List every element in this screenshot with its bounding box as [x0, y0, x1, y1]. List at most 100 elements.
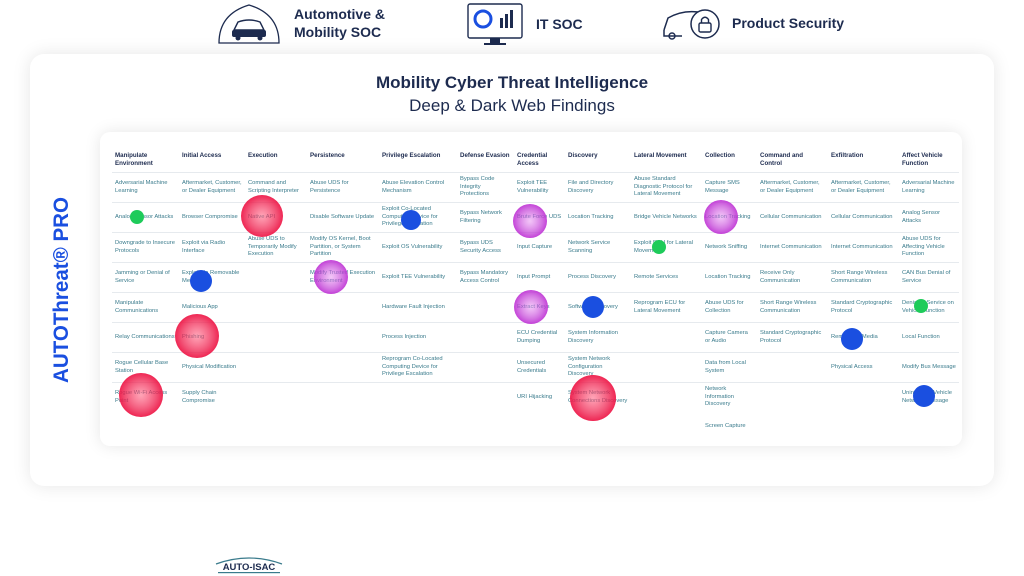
technique-cell[interactable] — [379, 382, 457, 412]
technique-cell[interactable] — [457, 322, 514, 353]
technique-cell[interactable]: Manipulate Communications — [112, 292, 179, 323]
technique-cell[interactable]: Bypass Mandatory Access Control — [457, 262, 514, 293]
technique-cell[interactable]: Unsecured Credentials — [514, 352, 565, 383]
technique-cell[interactable]: Abuse UDS for Collection — [702, 292, 757, 323]
technique-cell[interactable]: Short Range Wireless Communication — [757, 292, 828, 323]
technique-cell[interactable] — [457, 412, 514, 441]
technique-cell[interactable]: Bypass Network Filtering — [457, 202, 514, 233]
technique-cell[interactable]: Network Sniffing — [702, 232, 757, 263]
technique-cell[interactable]: Aftermarket, Customer, or Dealer Equipme… — [828, 172, 899, 203]
technique-cell[interactable]: Supply Chain Compromise — [179, 382, 245, 412]
technique-cell[interactable] — [307, 382, 379, 412]
technique-cell[interactable] — [307, 322, 379, 353]
technique-cell[interactable] — [307, 292, 379, 323]
technique-cell[interactable]: Bridge Vehicle Networks — [631, 202, 702, 233]
technique-cell[interactable]: Input Prompt — [514, 262, 565, 293]
technique-cell[interactable]: Hardware Fault Injection — [379, 292, 457, 323]
technique-cell[interactable] — [565, 412, 631, 441]
technique-cell[interactable] — [631, 352, 702, 383]
technique-cell[interactable]: Physical Modification — [179, 352, 245, 383]
technique-cell[interactable] — [757, 382, 828, 412]
technique-cell[interactable] — [245, 322, 307, 353]
technique-cell[interactable]: Network Service Scanning — [565, 232, 631, 263]
technique-cell[interactable]: Internet Communication — [757, 232, 828, 263]
technique-cell[interactable] — [757, 412, 828, 441]
technique-cell[interactable]: Adversarial Machine Learning — [899, 172, 959, 203]
technique-cell[interactable] — [457, 292, 514, 323]
technique-cell[interactable] — [245, 412, 307, 441]
technique-cell[interactable]: Abuse UDS to Temporarily Modify Executio… — [245, 232, 307, 263]
technique-cell[interactable] — [245, 262, 307, 293]
technique-cell[interactable]: Abuse Elevation Control Mechanism — [379, 172, 457, 203]
technique-cell[interactable]: Physical Access — [828, 352, 899, 383]
technique-cell[interactable]: Downgrade to Insecure Protocols — [112, 232, 179, 263]
technique-cell[interactable]: Extract Keys — [514, 292, 565, 323]
technique-cell[interactable]: Exploit TEE Vulnerability — [379, 262, 457, 293]
technique-cell[interactable]: Local Function — [899, 322, 959, 353]
technique-cell[interactable]: Standard Cryptographic Protocol — [828, 292, 899, 323]
technique-cell[interactable]: Input Capture — [514, 232, 565, 263]
technique-cell[interactable]: Cellular Communication — [757, 202, 828, 233]
technique-cell[interactable]: Process Discovery — [565, 262, 631, 293]
technique-cell[interactable] — [457, 382, 514, 412]
technique-cell[interactable]: Analog Sensor Attacks — [899, 202, 959, 233]
technique-cell[interactable]: Exploit via Removable Media — [179, 262, 245, 293]
technique-cell[interactable]: URI Hijacking — [514, 382, 565, 412]
technique-cell[interactable]: ECU Credential Dumping — [514, 322, 565, 353]
technique-cell[interactable] — [245, 292, 307, 323]
technique-cell[interactable]: System Information Discovery — [565, 322, 631, 353]
technique-cell[interactable] — [245, 382, 307, 412]
technique-cell[interactable]: Reprogram ECU for Lateral Movement — [631, 292, 702, 323]
technique-cell[interactable]: Aftermarket, Customer, or Dealer Equipme… — [757, 172, 828, 203]
technique-cell[interactable]: Jamming or Denial of Service — [112, 262, 179, 293]
technique-cell[interactable] — [631, 412, 702, 441]
technique-cell[interactable]: Removable Media — [828, 322, 899, 353]
technique-cell[interactable]: Process Injection — [379, 322, 457, 353]
technique-cell[interactable]: Cellular Communication — [828, 202, 899, 233]
technique-cell[interactable] — [631, 322, 702, 353]
technique-cell[interactable] — [307, 352, 379, 383]
technique-cell[interactable]: Bypass Code Integrity Protections — [457, 172, 514, 203]
technique-cell[interactable] — [514, 412, 565, 441]
technique-cell[interactable]: Location Tracking — [702, 202, 757, 233]
technique-cell[interactable]: CAN Bus Denial of Service — [899, 262, 959, 293]
technique-cell[interactable]: Exploit OS Vulnerability — [379, 232, 457, 263]
technique-cell[interactable]: System Network Configuration Discovery — [565, 352, 631, 383]
technique-cell[interactable]: File and Directory Discovery — [565, 172, 631, 203]
technique-cell[interactable]: Command and Scripting Interpreter — [245, 172, 307, 203]
technique-cell[interactable]: Network Information Discovery — [702, 382, 757, 412]
technique-cell[interactable]: Remote Services — [631, 262, 702, 293]
technique-cell[interactable] — [828, 382, 899, 412]
technique-cell[interactable]: Exploit ECU for Lateral Movement — [631, 232, 702, 263]
technique-cell[interactable]: Receive Only Communication — [757, 262, 828, 293]
technique-cell[interactable]: Bypass UDS Security Access — [457, 232, 514, 263]
technique-cell[interactable]: Adversarial Machine Learning — [112, 172, 179, 203]
technique-cell[interactable] — [457, 352, 514, 383]
technique-cell[interactable]: Abuse UDS for Persistence — [307, 172, 379, 203]
technique-cell[interactable] — [179, 412, 245, 441]
technique-cell[interactable]: Disable Software Update — [307, 202, 379, 233]
technique-cell[interactable]: Location Tracking — [565, 202, 631, 233]
technique-cell[interactable]: Short Range Wireless Communication — [828, 262, 899, 293]
technique-cell[interactable]: Phishing — [179, 322, 245, 353]
technique-cell[interactable]: Screen Capture — [705, 422, 746, 429]
technique-cell[interactable]: Aftermarket, Customer, or Dealer Equipme… — [179, 172, 245, 203]
technique-cell[interactable] — [112, 412, 179, 441]
technique-cell[interactable]: Capture Camera or Audio — [702, 322, 757, 353]
technique-cell[interactable] — [379, 412, 457, 441]
technique-cell[interactable]: Exploit TEE Vulnerability — [514, 172, 565, 203]
technique-cell[interactable] — [307, 412, 379, 441]
technique-cell[interactable]: Native API — [245, 202, 307, 233]
technique-cell[interactable]: Exploit Co-Located Computing Device for … — [379, 202, 457, 233]
technique-cell[interactable]: Denial of Service on Vehicle Function — [899, 292, 959, 323]
technique-cell[interactable]: Exploit via Radio Interface — [179, 232, 245, 263]
technique-cell[interactable]: Rogue Wi-Fi Access Point — [112, 382, 179, 412]
technique-cell[interactable]: Brute Force UDS — [514, 202, 565, 233]
technique-cell[interactable]: Browser Compromise — [179, 202, 245, 233]
technique-cell[interactable] — [828, 412, 899, 441]
technique-cell[interactable]: Internet Communication — [828, 232, 899, 263]
technique-cell[interactable]: Modify OS Kernel, Boot Partition, or Sys… — [307, 232, 379, 263]
technique-cell[interactable]: Abuse UDS for Affecting Vehicle Function — [899, 232, 959, 263]
technique-cell[interactable]: Reprogram Co-Located Computing Device fo… — [379, 352, 457, 383]
technique-cell[interactable]: Relay Communications — [112, 322, 179, 353]
